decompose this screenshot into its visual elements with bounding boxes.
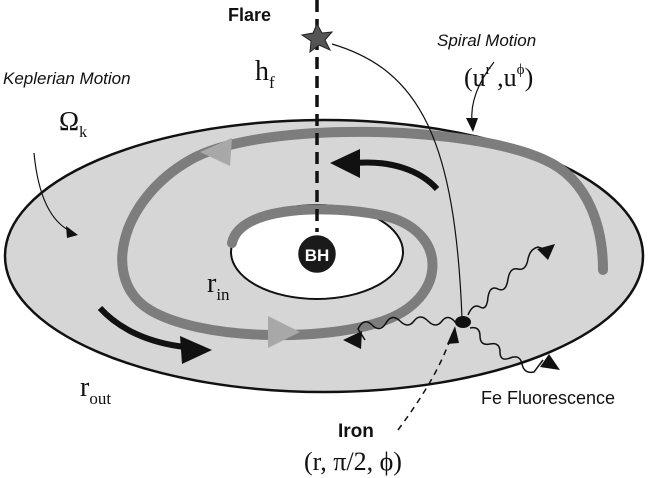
spiral-velocity-label: (ur ,uϕ) bbox=[464, 62, 533, 92]
fe-fluorescence-label: Fe Fluorescence bbox=[481, 388, 615, 408]
omega-k-label: Ωk bbox=[59, 106, 87, 141]
flare-height-label: hf bbox=[255, 56, 275, 92]
keplerian-pointer bbox=[33, 152, 73, 233]
emission-arrowhead-left bbox=[343, 331, 362, 349]
emission-wave-lower-right bbox=[469, 326, 544, 374]
emission-wave-upper-right bbox=[467, 246, 548, 316]
spiral-track bbox=[117, 126, 608, 341]
spiral-arrowhead-bottom bbox=[268, 316, 300, 348]
iron-label: Iron bbox=[338, 421, 374, 442]
black-hole-label: BH bbox=[305, 246, 330, 265]
keplerian-arrowhead-upper bbox=[330, 149, 360, 178]
spiral-pointer bbox=[471, 61, 495, 123]
keplerian-arrow-upper bbox=[354, 159, 440, 192]
flare-to-iron-ray bbox=[331, 43, 463, 319]
r-out-label: rout bbox=[80, 372, 111, 408]
keplerian-pointer-arrowhead bbox=[66, 226, 78, 238]
black-hole bbox=[295, 232, 339, 276]
keplerian-arrowhead-lower bbox=[180, 336, 212, 364]
iron-atom bbox=[455, 316, 471, 328]
flare-star-icon bbox=[300, 22, 334, 54]
emission-arrowhead-upper-right bbox=[537, 244, 555, 260]
emission-arrowhead-lower-right bbox=[540, 354, 560, 370]
spiral-arrowhead-top bbox=[200, 138, 232, 166]
emission-wave-left bbox=[357, 316, 457, 341]
iron-pointer bbox=[397, 333, 453, 431]
keplerian-motion-label: Keplerian Motion bbox=[3, 69, 131, 88]
r-in-label: rin bbox=[207, 268, 230, 304]
flare-label: Flare bbox=[228, 5, 271, 25]
spiral-pointer-arrowhead bbox=[466, 118, 478, 132]
iron-coords-label: (r, π/2, ϕ) bbox=[304, 447, 402, 476]
keplerian-arrow-lower bbox=[97, 305, 186, 350]
spiral-motion-label: Spiral Motion bbox=[437, 31, 536, 50]
iron-pointer-arrowhead bbox=[447, 326, 459, 344]
